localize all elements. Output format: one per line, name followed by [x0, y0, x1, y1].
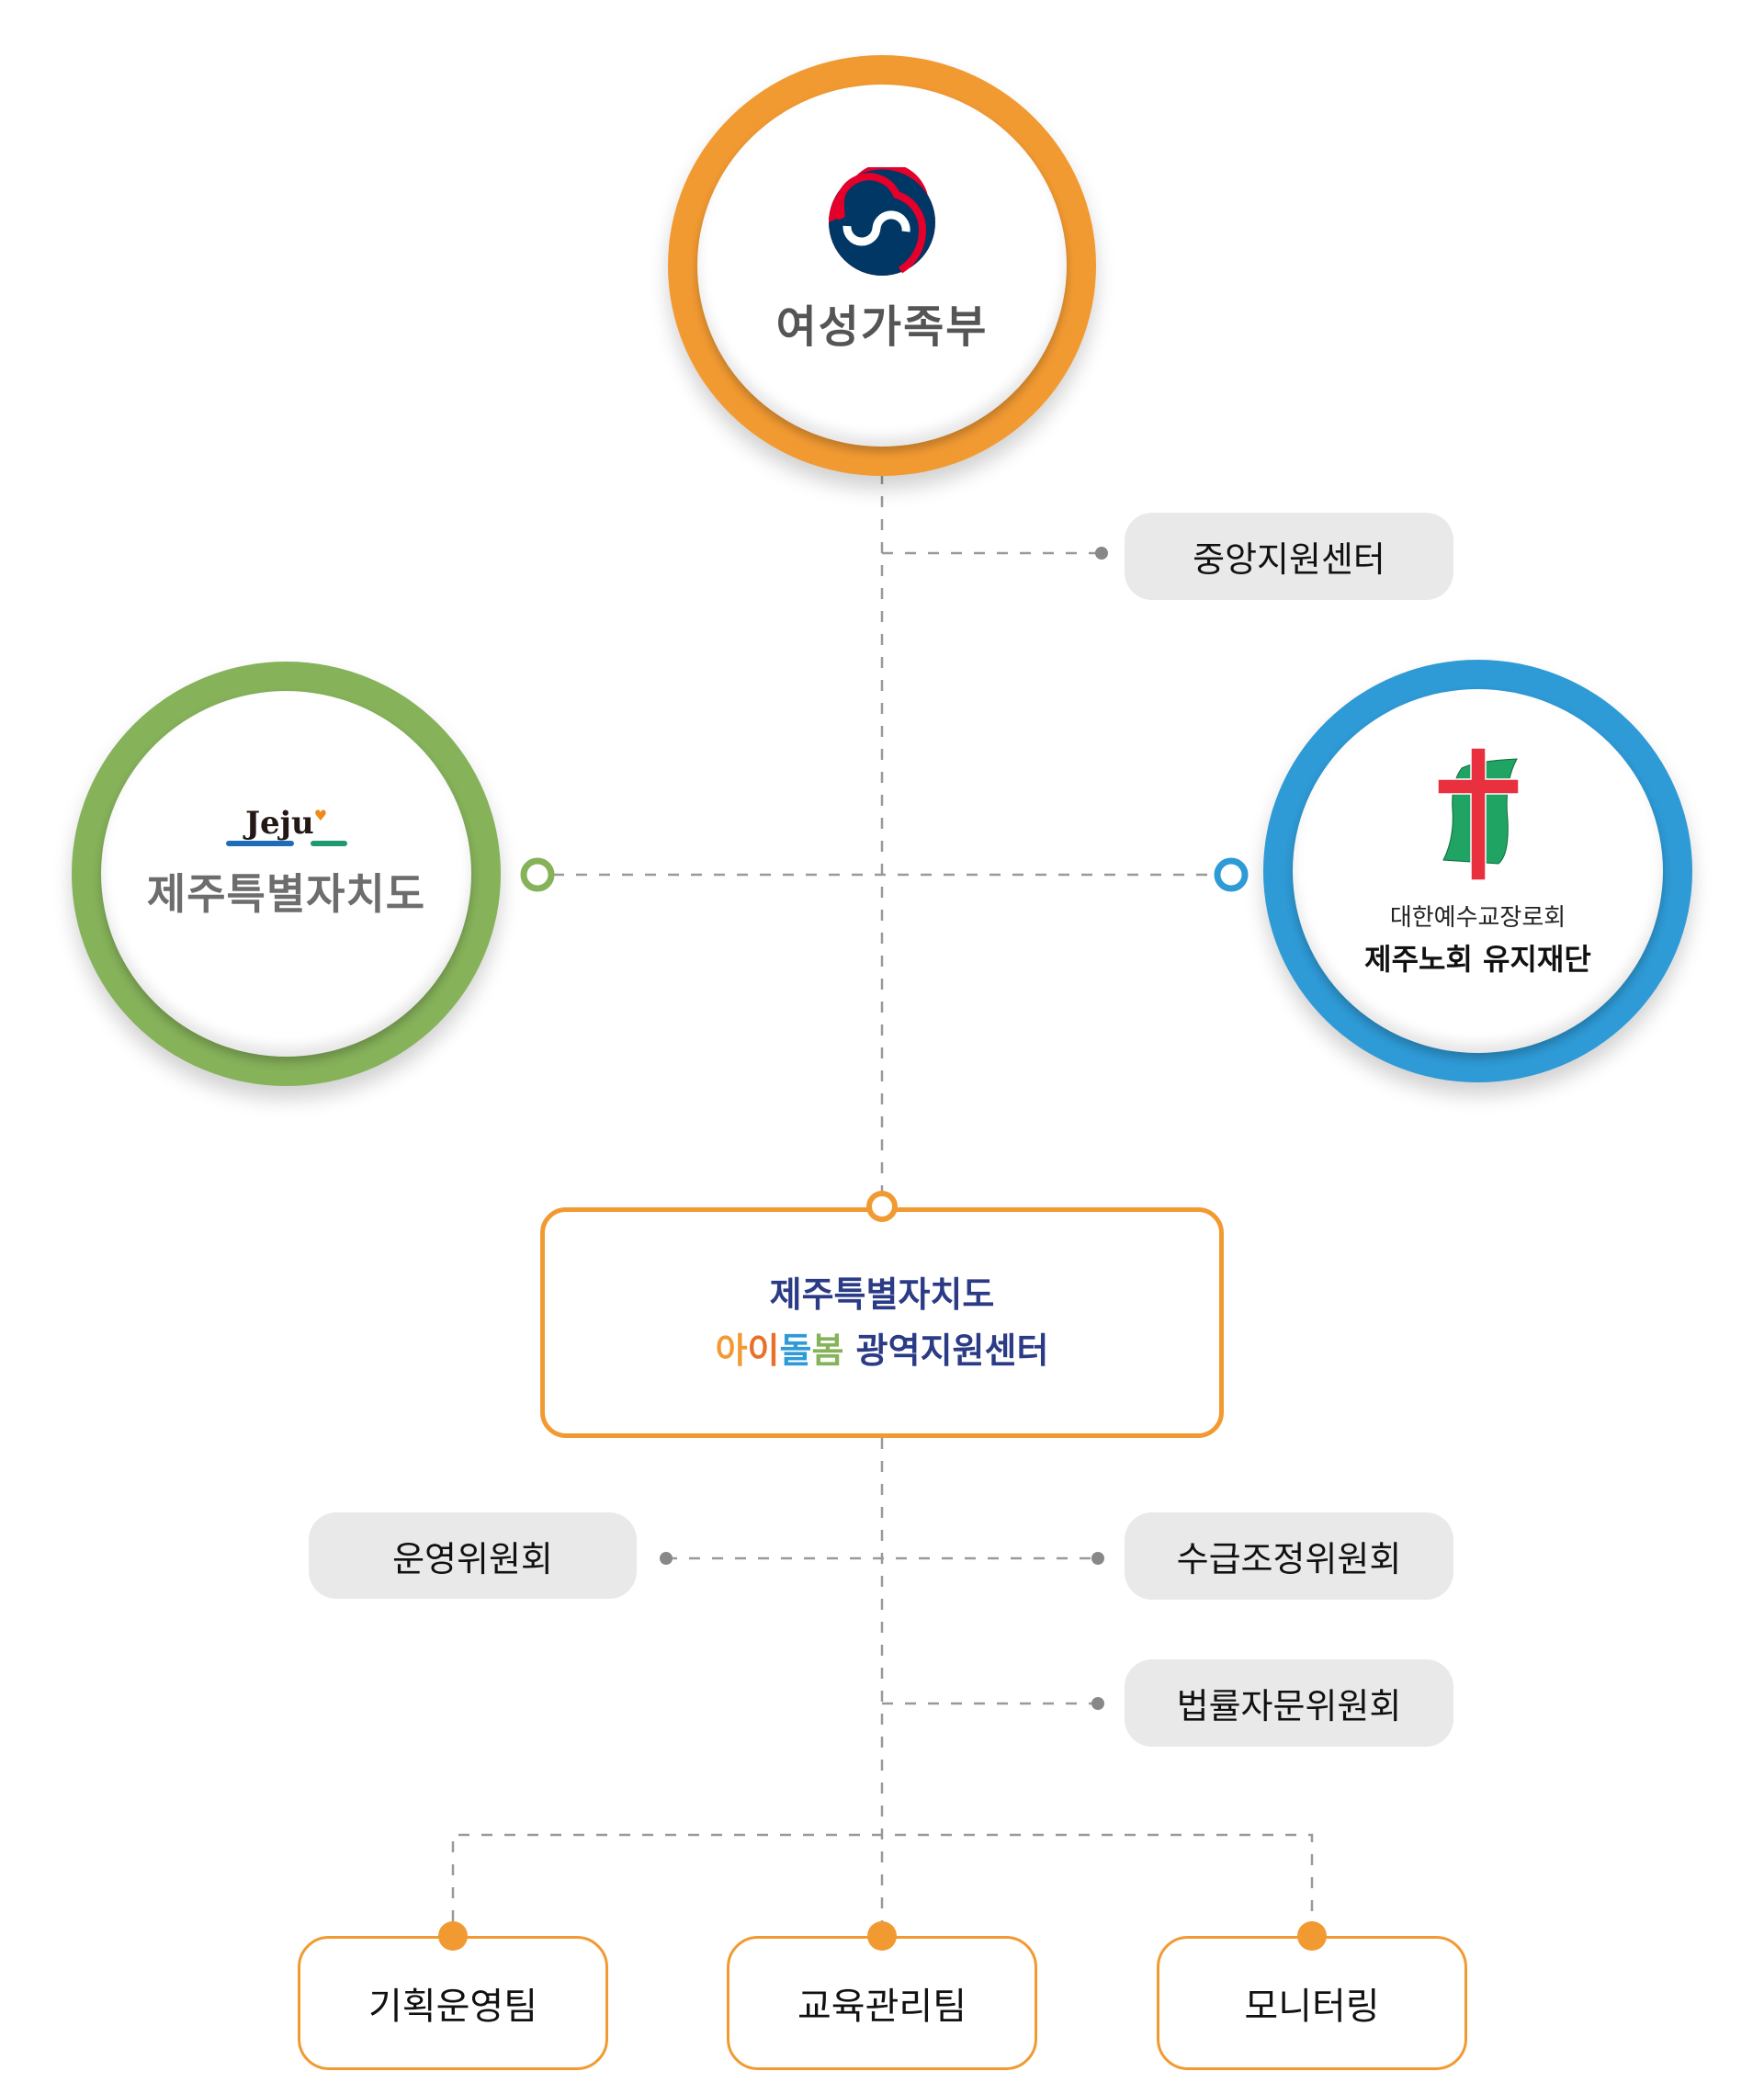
dot-committee-left — [660, 1552, 673, 1565]
presbytery-line2: 제주노회 유지재단 — [1364, 941, 1591, 977]
hub-title-part: 돌 — [779, 1330, 812, 1371]
heart-icon: ♥ — [313, 807, 328, 824]
dot-legal — [1091, 1697, 1104, 1710]
dot-committee-right — [1091, 1552, 1104, 1565]
hub-top-node — [866, 1191, 898, 1222]
presbytery-line1: 대한예수교장로회 — [1389, 903, 1566, 932]
taegeuk-emblem-icon — [829, 167, 935, 276]
node-jeju — [520, 857, 555, 892]
hub-title-line2: 아이돌봄 광역지원센터 — [716, 1323, 1049, 1379]
ministry-name: 여성가족부 — [775, 301, 989, 353]
hub-title-part: 봄 — [811, 1330, 844, 1371]
supply-coordination-committee: 수급조정위원회 — [1125, 1512, 1453, 1600]
node-presbytery — [1214, 857, 1249, 892]
jeju-province-node: Jeju♥ 제주특별자치도 — [72, 662, 501, 1086]
central-support-center: 중앙지원센터 — [1125, 513, 1453, 600]
legal-advisory-committee: 법률자문위원회 — [1125, 1659, 1453, 1747]
hub-title-part: 광역지원센터 — [843, 1330, 1049, 1371]
cross-scroll-icon — [1436, 746, 1520, 881]
team-dot-planning — [438, 1921, 468, 1951]
operating-committee: 운영위원회 — [309, 1512, 637, 1599]
team-dot-monitoring — [1297, 1921, 1327, 1951]
team-planning-operations: 기획운영팀 — [298, 1936, 608, 2070]
hub-title-part: 이 — [747, 1330, 780, 1371]
jeju-province-name: 제주특별자치도 — [146, 869, 426, 919]
team-monitoring: 모니터링 — [1157, 1936, 1467, 2070]
jeju-logo-bars — [225, 841, 347, 846]
team-dot-education — [867, 1921, 897, 1951]
hub-title-part: 아 — [715, 1330, 748, 1371]
presbytery-foundation-node: 대한예수교장로회 제주노회 유지재단 — [1263, 660, 1692, 1082]
jeju-logo: Jeju♥ — [225, 805, 347, 846]
jeju-logo-text: Jeju♥ — [244, 805, 328, 842]
ministry-node: 여성가족부 — [668, 55, 1096, 476]
dot-central-support — [1095, 547, 1108, 560]
team-bracket — [451, 1833, 1314, 1921]
team-education-management: 교육관리팀 — [727, 1936, 1037, 2070]
hub-title-line1: 제주특별자치도 — [769, 1273, 995, 1315]
